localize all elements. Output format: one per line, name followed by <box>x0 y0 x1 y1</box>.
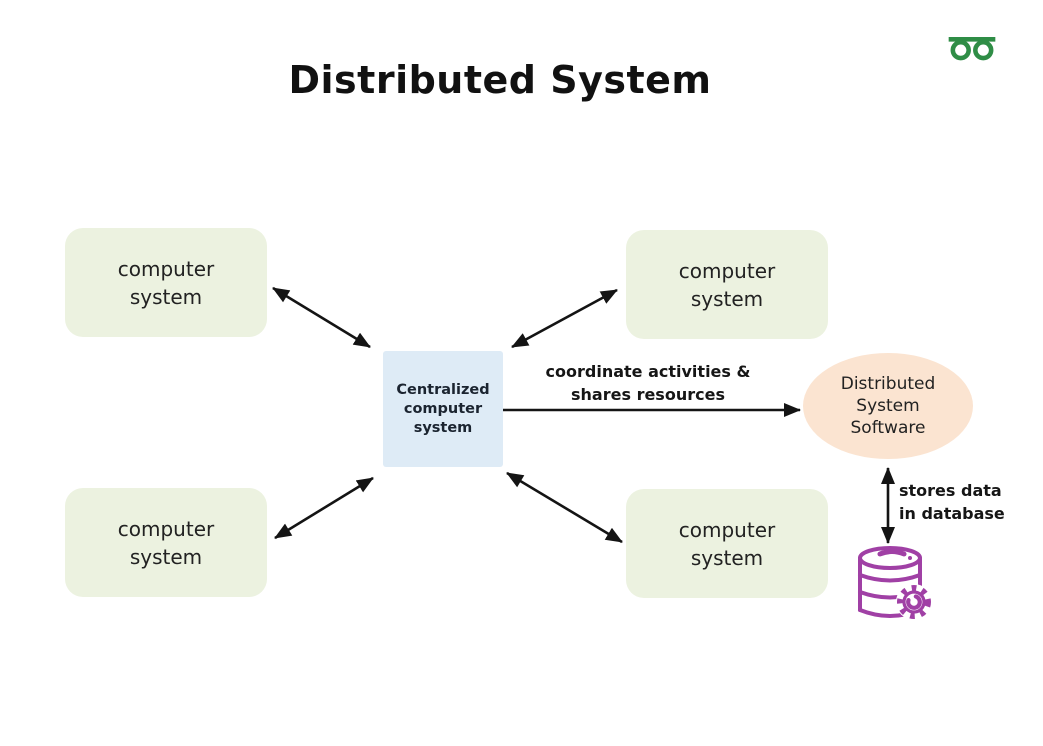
page-title: Distributed System <box>288 58 712 102</box>
centralized-computer-system-node: Centralized computer system <box>383 351 503 467</box>
computer-system-node-top-left: computer system <box>65 228 267 337</box>
geeksforgeeks-logo-icon <box>948 37 996 61</box>
arrow-top-left <box>272 286 371 349</box>
arrow-bottom-left <box>274 476 374 540</box>
distributed-system-software-node: Distributed System Software <box>803 353 973 459</box>
arrow-top-right <box>511 288 618 349</box>
computer-system-node-top-right: computer system <box>626 230 828 339</box>
stores-data-label: stores data in database <box>899 481 1005 523</box>
computer-system-node-bottom-left: computer system <box>65 488 267 597</box>
arrow-bottom-right <box>506 471 623 544</box>
computer-system-node-bottom-right: computer system <box>626 489 828 598</box>
database-gear-icon <box>858 546 932 620</box>
coordinate-activities-label: coordinate activities & shares resources <box>545 362 751 404</box>
